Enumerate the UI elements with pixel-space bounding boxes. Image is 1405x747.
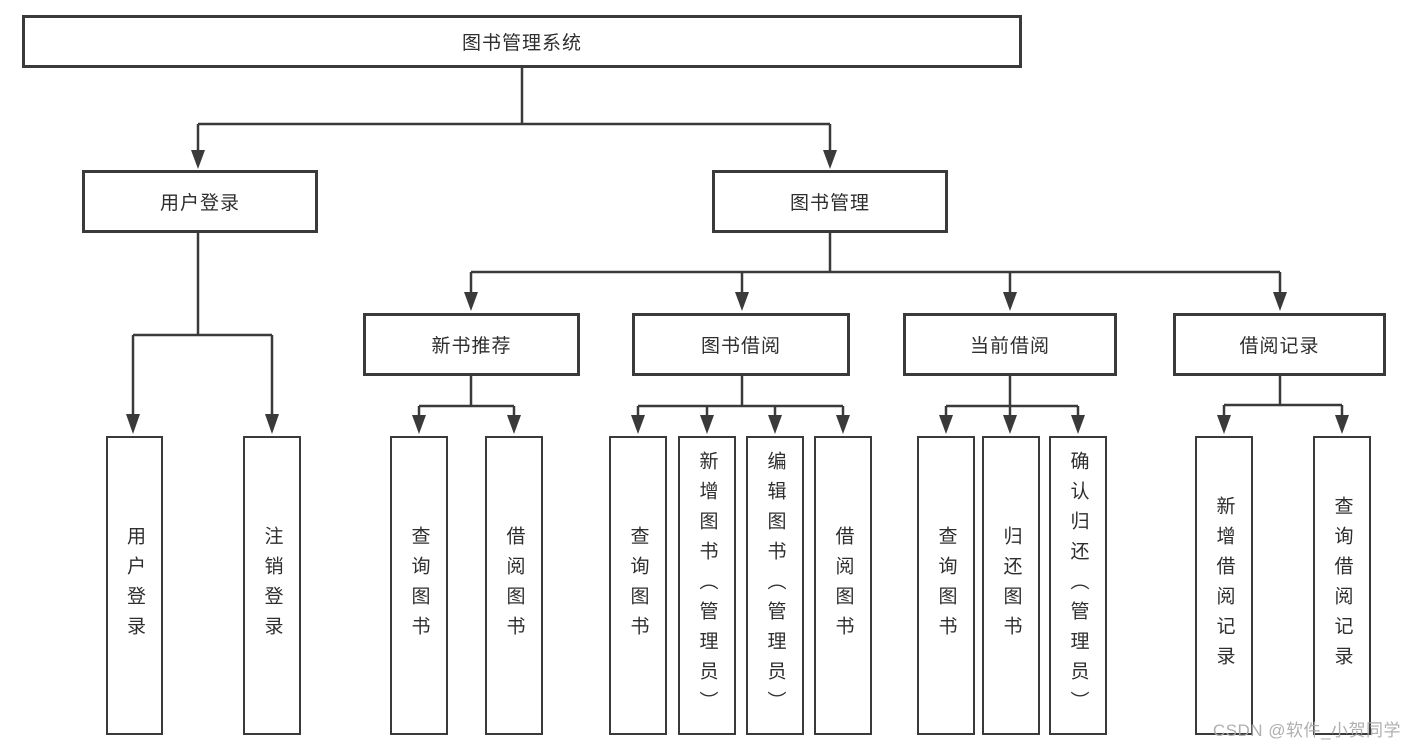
connector-paths xyxy=(131,68,1344,418)
node-book-management: 图书管理 xyxy=(712,170,948,233)
arrowhead xyxy=(836,415,850,434)
leaf-add-borrow-record: 新增借阅记录 xyxy=(1195,436,1253,735)
leaf-return-books: 归还图书 xyxy=(982,436,1040,735)
leaf-logout: 注销登录 xyxy=(243,436,301,735)
node-label: 当前借阅 xyxy=(969,336,1050,357)
node-label: 借阅记录 xyxy=(1239,336,1320,357)
node-new-book-recommend: 新书推荐 xyxy=(363,313,580,376)
leaf-recommend-borrow-books: 借阅图书 xyxy=(485,436,543,735)
leaf-edit-books-admin: 编辑图书（管理员） xyxy=(746,436,804,735)
arrowhead xyxy=(265,414,279,434)
connector-book-borrow xyxy=(636,376,845,418)
connector-book-mgmt xyxy=(469,233,1282,294)
arrowhead xyxy=(507,415,521,434)
arrowheads xyxy=(126,150,1349,434)
leaf-confirm-return-admin: 确认归还（管理员） xyxy=(1049,436,1107,735)
arrowhead xyxy=(768,415,782,434)
arrowhead xyxy=(823,150,837,169)
csdn-watermark: CSDN @软件_小贺同学 xyxy=(1212,721,1401,740)
node-label: 查询图书 xyxy=(935,525,957,646)
node-label: 确认归还（管理员） xyxy=(1067,450,1089,721)
connector-borrow-records xyxy=(1222,376,1344,418)
node-label: 图书管理系统 xyxy=(461,33,582,54)
leaf-borrow-books: 借阅图书 xyxy=(814,436,872,735)
node-label: 新书推荐 xyxy=(431,336,512,357)
arrowhead xyxy=(126,414,140,434)
node-label: 查询图书 xyxy=(627,525,649,646)
node-book-borrow: 图书借阅 xyxy=(632,313,850,376)
node-library-system-root: 图书管理系统 xyxy=(22,15,1022,68)
node-label: 新增借阅记录 xyxy=(1213,495,1235,676)
node-user-login: 用户登录 xyxy=(82,170,318,233)
arrowhead xyxy=(1003,292,1017,311)
arrowhead xyxy=(1335,415,1349,434)
node-label: 借阅图书 xyxy=(832,525,854,646)
connector-current-borrow xyxy=(944,376,1080,418)
leaf-recommend-query-books: 查询图书 xyxy=(390,436,448,735)
node-label: 新增图书（管理员） xyxy=(696,450,718,721)
arrowhead xyxy=(1071,415,1085,434)
connector-user-login xyxy=(131,233,274,416)
arrowhead xyxy=(1003,415,1017,434)
leaf-borrow-query-books: 查询图书 xyxy=(609,436,667,735)
node-label: 查询图书 xyxy=(408,525,430,646)
node-label: 用户登录 xyxy=(124,525,145,646)
node-borrow-records: 借阅记录 xyxy=(1173,313,1386,376)
node-label: 图书管理 xyxy=(789,193,870,214)
arrowhead xyxy=(464,292,478,311)
leaf-user-login: 用户登录 xyxy=(106,436,163,735)
arrowhead xyxy=(1273,292,1287,311)
leaf-add-books-admin: 新增图书（管理员） xyxy=(678,436,736,735)
node-label: 借阅图书 xyxy=(503,525,525,646)
arrowhead xyxy=(700,415,714,434)
node-label: 查询借阅记录 xyxy=(1331,495,1353,676)
leaf-query-borrow-record: 查询借阅记录 xyxy=(1313,436,1371,735)
arrowhead xyxy=(939,415,953,434)
node-current-borrow: 当前借阅 xyxy=(903,313,1117,376)
node-label: 归还图书 xyxy=(1000,525,1022,646)
node-label: 编辑图书（管理员） xyxy=(764,450,786,721)
leaf-current-query-books: 查询图书 xyxy=(917,436,975,735)
connector-root xyxy=(196,68,832,152)
node-label: 用户登录 xyxy=(159,193,240,214)
connector-new-book xyxy=(417,376,516,418)
arrowhead xyxy=(191,150,205,169)
arrowhead xyxy=(735,292,749,311)
arrowhead xyxy=(631,415,645,434)
arrowhead xyxy=(1217,415,1231,434)
node-label: 注销登录 xyxy=(261,525,283,646)
node-label: 图书借阅 xyxy=(700,336,781,357)
arrowhead xyxy=(412,415,426,434)
